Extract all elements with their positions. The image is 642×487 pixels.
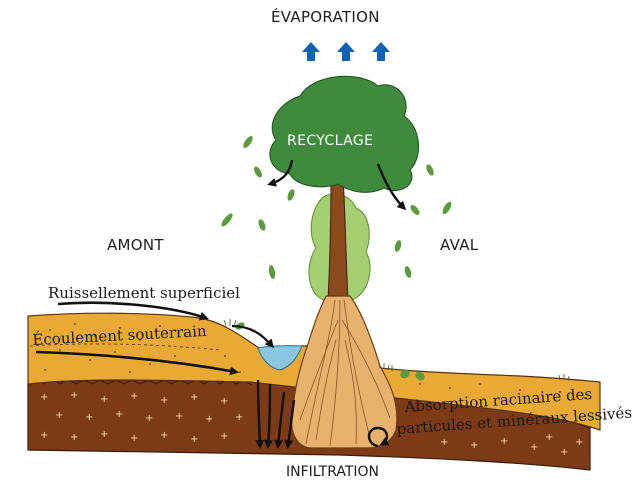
svg-text:+: +	[470, 440, 478, 451]
upstream-label: AMONT	[107, 236, 164, 254]
evaporation-arrow-3	[372, 42, 390, 61]
evaporation-arrow-2	[337, 42, 355, 61]
svg-text:+: +	[440, 437, 448, 448]
svg-text:+: +	[190, 434, 198, 445]
evaporation-arrows	[302, 42, 390, 61]
svg-text:+: +	[500, 436, 508, 447]
svg-text:+: +	[70, 432, 78, 443]
svg-text:+: +	[160, 430, 168, 441]
svg-text:+: +	[70, 390, 78, 401]
svg-text:+: +	[160, 395, 168, 406]
svg-text:+: +	[545, 432, 553, 443]
svg-text:+: +	[85, 412, 93, 423]
svg-text:+: +	[175, 411, 183, 422]
downstream-label: AVAL	[440, 236, 478, 254]
svg-text:+: +	[575, 437, 583, 448]
svg-text:+: +	[130, 391, 138, 402]
infiltration-label: INFILTRATION	[286, 464, 379, 480]
svg-text:+: +	[190, 392, 198, 403]
svg-text:+: +	[145, 413, 153, 424]
svg-text:+: +	[530, 442, 538, 453]
root-mass	[292, 296, 397, 448]
svg-text:+: +	[220, 431, 228, 442]
svg-text:+: +	[100, 429, 108, 440]
svg-text:+: +	[235, 412, 243, 423]
svg-text:+: +	[100, 394, 108, 405]
svg-text:+: +	[220, 396, 228, 407]
svg-text:+: +	[115, 409, 123, 420]
svg-text:+: +	[560, 447, 568, 458]
surface-runoff-label: Ruissellement superficiel	[48, 284, 240, 302]
svg-text:+: +	[205, 414, 213, 425]
svg-text:+: +	[130, 433, 138, 444]
evaporation-label: ÉVAPORATION	[271, 8, 380, 26]
recycling-label: RECYCLAGE	[287, 133, 373, 149]
svg-text:+: +	[55, 410, 63, 421]
tree-trunk	[328, 175, 348, 300]
svg-text:+: +	[40, 392, 48, 403]
svg-text:+: +	[40, 430, 48, 441]
evaporation-arrow-1	[302, 42, 320, 61]
